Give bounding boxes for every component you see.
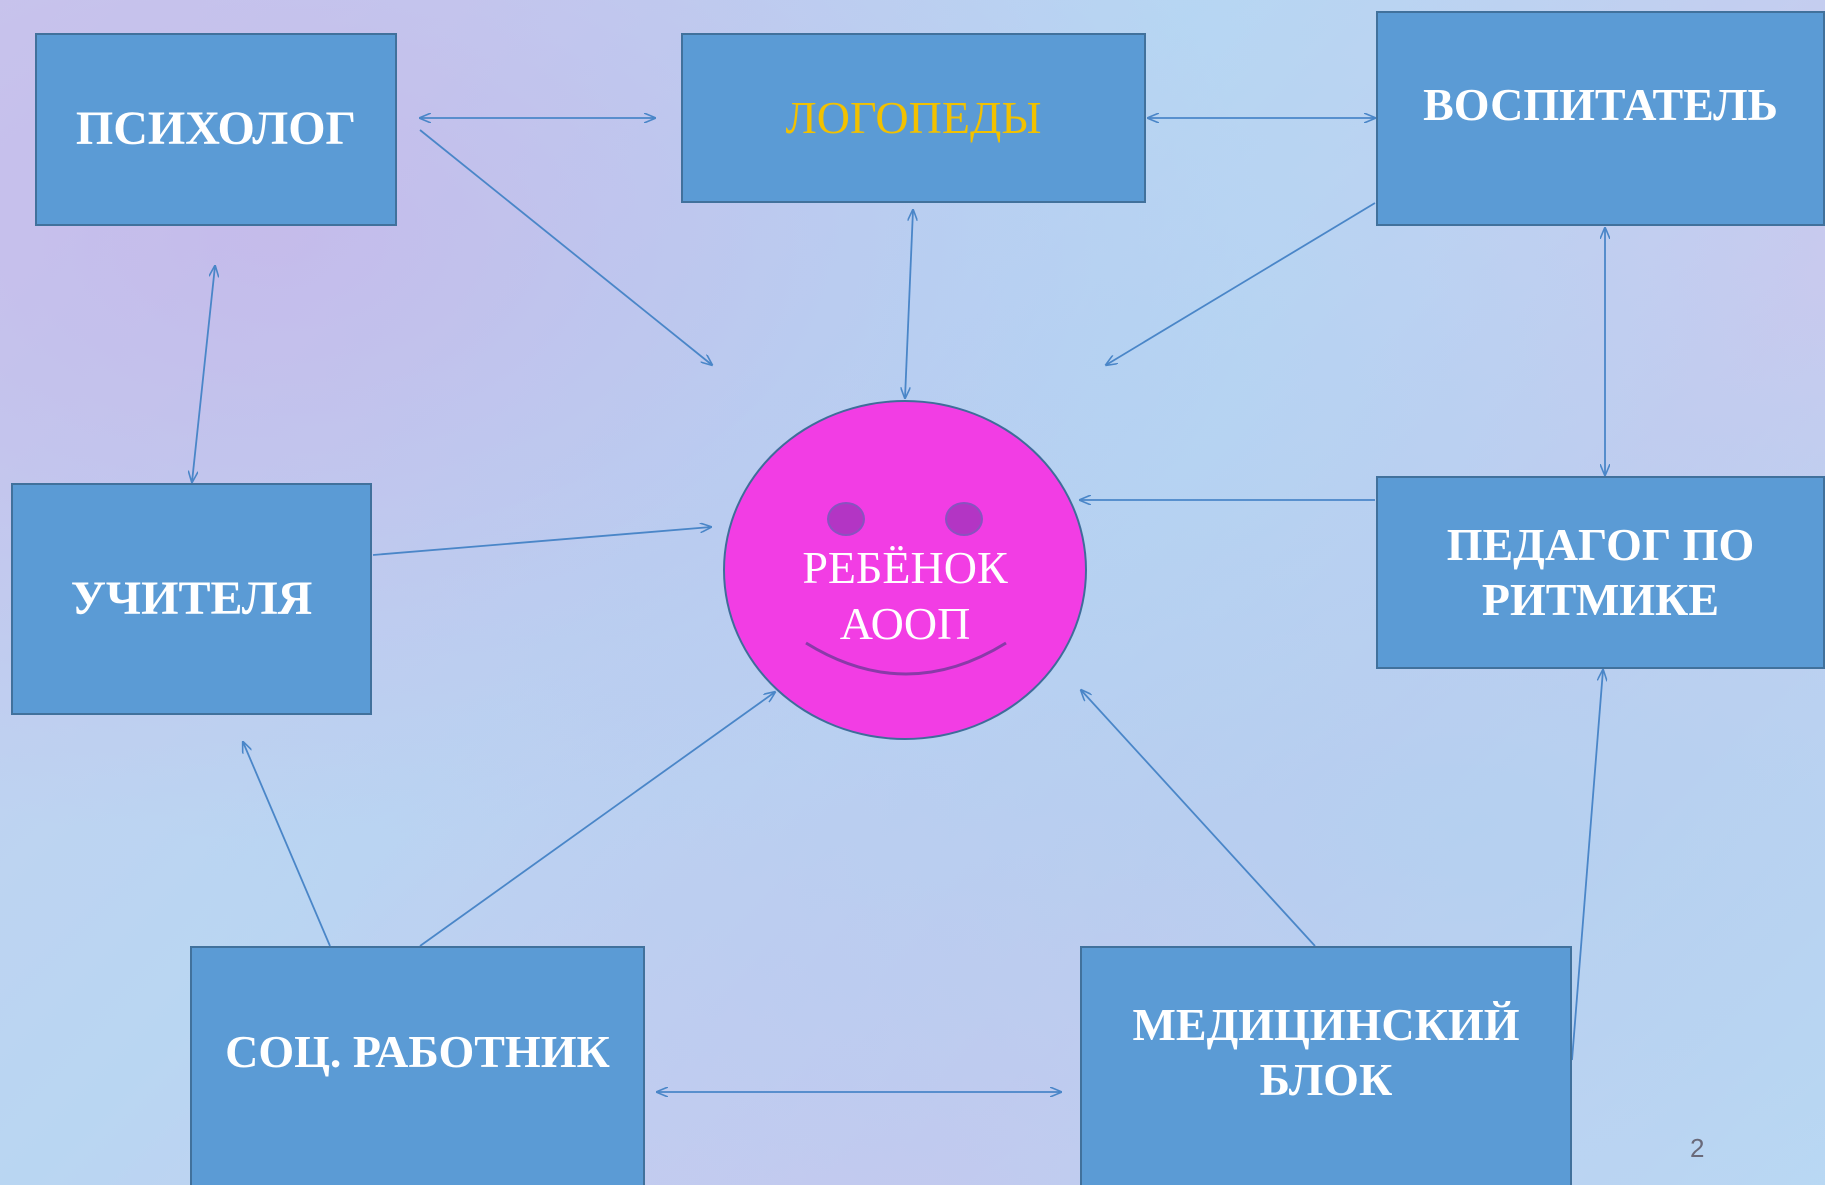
arrow-speech-child	[905, 210, 913, 398]
social-worker-box: СОЦ. РАБОТНИК	[190, 946, 645, 1185]
right-eye	[945, 502, 983, 536]
smile-mouth	[805, 641, 1007, 676]
teachers-label: УЧИТЕЛЯ	[70, 571, 313, 625]
rhythm-teacher-label-line1: ПЕДАГОГ ПО	[1446, 519, 1755, 571]
psychologist-box: ПСИХОЛОГ	[35, 33, 397, 226]
psychologist-label: ПСИХОЛОГ	[75, 102, 357, 156]
speech-therapists-label: ЛОГОПЕДЫ	[785, 91, 1042, 143]
arrow-medical-child	[1081, 690, 1316, 947]
child-label: РЕБЁНОК АООП	[723, 540, 1087, 652]
speech-therapists-box: ЛОГОПЕДЫ	[681, 33, 1146, 203]
arrow-educator-child	[1106, 202, 1376, 365]
child-label-line1: РЕБЁНОК	[802, 542, 1008, 593]
left-eye	[827, 502, 865, 536]
arrow-psychologist-child	[419, 129, 712, 365]
medical-block-box: МЕДИЦИНСКИЙ БЛОК	[1080, 946, 1572, 1185]
child-label-line2: АООП	[839, 598, 971, 649]
page-number: 2	[1690, 1133, 1705, 1163]
educator-box: ВОСПИТАТЕЛЬ	[1376, 11, 1825, 226]
social-worker-label: СОЦ. РАБОТНИК	[225, 1026, 610, 1078]
arrow-teachers-child	[372, 527, 711, 556]
arrow-medical-rhythm	[1571, 670, 1603, 1061]
rhythm-teacher-label-line2: РИТМИКЕ	[1481, 573, 1720, 625]
child-smiley-face	[723, 400, 1087, 740]
arrow-psychologist-teachers	[192, 266, 215, 482]
teachers-box: УЧИТЕЛЯ	[11, 483, 372, 715]
rhythm-teacher-box: ПЕДАГОГ ПО РИТМИКЕ	[1376, 476, 1825, 669]
medical-block-label-line2: БЛОК	[1259, 1053, 1393, 1105]
arrow-social-child	[419, 692, 775, 947]
arrow-social-teachers	[243, 742, 331, 947]
educator-label: ВОСПИТАТЕЛЬ	[1423, 79, 1778, 131]
medical-block-label-line1: МЕДИЦИНСКИЙ	[1132, 999, 1520, 1051]
